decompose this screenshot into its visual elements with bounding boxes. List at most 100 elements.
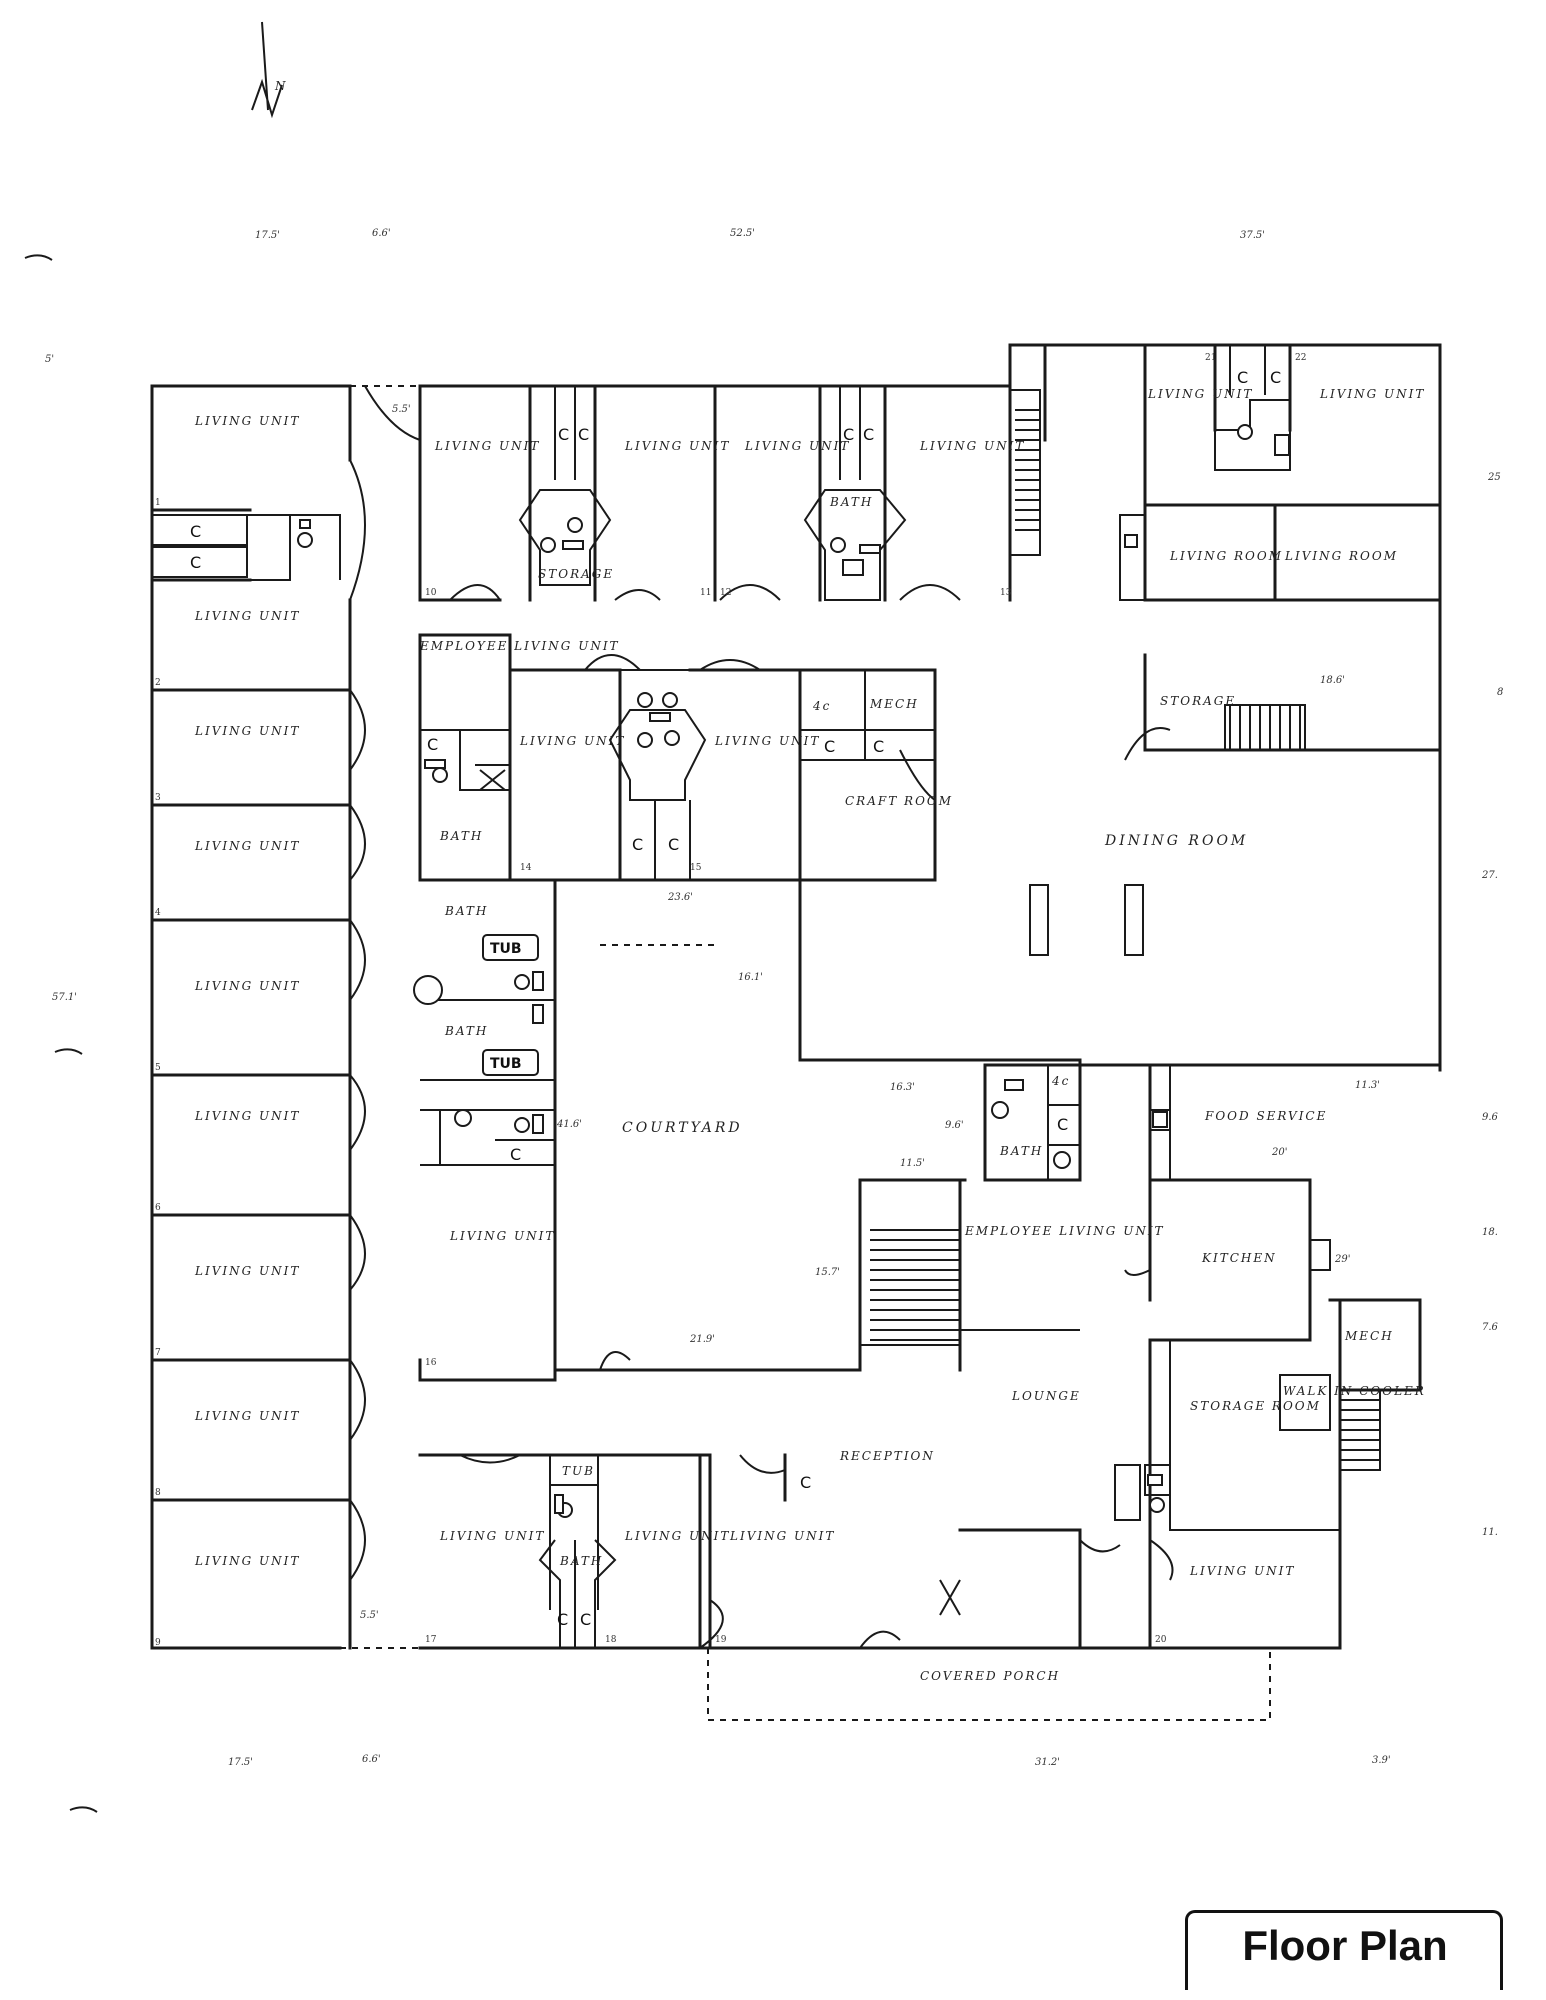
label-living-unit: LIVING UNIT <box>714 734 820 748</box>
bottom-row-units <box>418 1453 1152 1650</box>
label-covered-porch: COVERED PORCH <box>920 1669 1060 1683</box>
label-living-unit: LIVING UNIT <box>194 609 300 623</box>
closet-mark: C <box>1270 368 1281 387</box>
middle-left-block <box>413 633 937 1382</box>
label-storage-room: STORAGE ROOM <box>1190 1399 1321 1413</box>
label-craft-room: CRAFT ROOM <box>845 794 953 808</box>
closet-mark: C <box>824 737 835 756</box>
dim-interior: 16.3' <box>890 1082 915 1093</box>
unit-number: 16 <box>425 1358 437 1368</box>
unit-number: 2 <box>155 678 161 688</box>
dim-top: 52.5' <box>730 228 755 239</box>
label-living-unit: LIVING UNIT <box>194 414 300 428</box>
closet-mark: C <box>558 425 569 444</box>
unit-number: 7 <box>155 1348 161 1358</box>
unit-number: 3 <box>155 793 161 803</box>
page-title: Floor Plan <box>1242 1922 1448 1969</box>
label-living-unit: LIVING UNIT <box>194 979 300 993</box>
dim-interior: 15.7' <box>815 1267 840 1278</box>
dim-right: 18. <box>1482 1227 1498 1238</box>
left-wing-units <box>150 384 352 1650</box>
label-bath: BATH <box>439 829 483 843</box>
label-lounge: LOUNGE <box>1011 1389 1081 1403</box>
label-living-unit: LIVING UNIT <box>624 439 730 453</box>
closet-mark: C <box>190 553 201 572</box>
label-employee-living-unit: EMPLOYEE LIVING UNIT <box>419 639 620 653</box>
unit-number: 6 <box>155 1203 161 1213</box>
center-stairs <box>858 1178 962 1372</box>
closet-mark: C <box>1057 1115 1068 1134</box>
employee-bath-block <box>959 1063 1082 1331</box>
dim-bottom: 6.6' <box>362 1754 381 1765</box>
label-living-unit: LIVING UNIT <box>624 1529 730 1543</box>
north-marker: N <box>274 79 288 93</box>
closet-mark: C <box>578 425 589 444</box>
dim-interior: 29' <box>1334 1254 1350 1265</box>
outer-walls <box>150 343 1442 1650</box>
unit-number: 5 <box>155 1063 161 1073</box>
dim-right: 7.6 <box>1482 1322 1499 1333</box>
label-living-unit: LIVING UNIT <box>194 839 300 853</box>
label-living-unit: LIVING UNIT <box>1147 387 1253 401</box>
dim-top: 6.6' <box>372 228 391 239</box>
dim-interior: 21.9' <box>689 1334 715 1345</box>
closet-mark: C <box>510 1145 521 1164</box>
dim-right: 25 <box>1487 472 1501 483</box>
closet-mark: C <box>427 735 438 754</box>
kitchen-block <box>1114 1063 1422 1532</box>
unit-number: 1 <box>155 498 161 508</box>
label-mech: MECH <box>1344 1329 1394 1343</box>
label-walk-in-cooler: WALK IN COOLER <box>1283 1384 1426 1398</box>
label-employee-living-unit: EMPLOYEE LIVING UNIT <box>964 1224 1165 1238</box>
closet-mark: C <box>557 1610 568 1629</box>
unit-number: 20 <box>1155 1635 1167 1645</box>
closet-mark: C <box>800 1473 811 1492</box>
unit-number: 17 <box>425 1635 437 1645</box>
label-food-service: FOOD SERVICE <box>1204 1109 1327 1123</box>
unit-number: 9 <box>155 1638 161 1648</box>
dim-left: 57.1' <box>52 992 77 1003</box>
dim-bottom: 17.5' <box>228 1757 253 1768</box>
label-kitchen: KITCHEN <box>1201 1251 1277 1265</box>
label-tub: TUB <box>562 1464 595 1478</box>
label-living-unit: LIVING UNIT <box>519 734 625 748</box>
label-mech: MECH <box>869 697 919 711</box>
label-tub: TUB <box>490 1056 522 1072</box>
dim-left: 5' <box>45 354 54 365</box>
label-bath: BATH <box>559 1554 603 1568</box>
unit-number: 22 <box>1295 353 1306 363</box>
label-living-unit: LIVING UNIT <box>194 1109 300 1123</box>
unit-number: 12 <box>720 588 731 598</box>
label-4c: 4c <box>812 699 831 713</box>
closet-mark: C <box>1237 368 1248 387</box>
dim-right: 27. <box>1481 870 1498 881</box>
dim-right: 8 <box>1497 687 1503 698</box>
label-living-room: LIVING ROOM <box>1169 549 1283 563</box>
unit-number: 21 <box>1205 353 1216 363</box>
closet-mark: C <box>190 522 201 541</box>
unit-number: 4 <box>155 908 161 918</box>
label-bath: BATH <box>444 1024 488 1038</box>
closet-marks: C C C C C C C C C C C C C C C C C C <box>190 368 1281 1629</box>
label-living-unit: LIVING UNIT <box>1189 1564 1295 1578</box>
label-living-unit: LIVING UNIT <box>194 1409 300 1423</box>
dimensions: 17.5' 6.6' 52.5' 37.5' 17.5' 6.6' 31.2' … <box>45 228 1503 1768</box>
label-reception: RECEPTION <box>839 1449 935 1463</box>
dim-interior: 16.1' <box>738 972 763 983</box>
label-bath: BATH <box>444 904 488 918</box>
dim-bottom: 3.9' <box>1372 1755 1391 1766</box>
dim-interior: 18.6' <box>1320 675 1345 686</box>
unit-number: 18 <box>605 1635 617 1645</box>
top-row-units <box>418 384 1012 602</box>
dim-interior: 11.3' <box>1355 1080 1380 1091</box>
label-living-unit: LIVING UNIT <box>194 1264 300 1278</box>
closet-mark: C <box>580 1610 591 1629</box>
dim-interior: 20' <box>1271 1147 1287 1158</box>
covered-porch <box>707 1648 1271 1721</box>
label-living-unit: LIVING UNIT <box>744 439 850 453</box>
dim-interior: 5.5' <box>360 1610 379 1621</box>
label-storage: STORAGE <box>1160 694 1236 708</box>
label-tub: TUB <box>490 941 522 957</box>
label-storage: STORAGE <box>538 567 614 581</box>
dim-interior: 41.6' <box>556 1119 582 1130</box>
